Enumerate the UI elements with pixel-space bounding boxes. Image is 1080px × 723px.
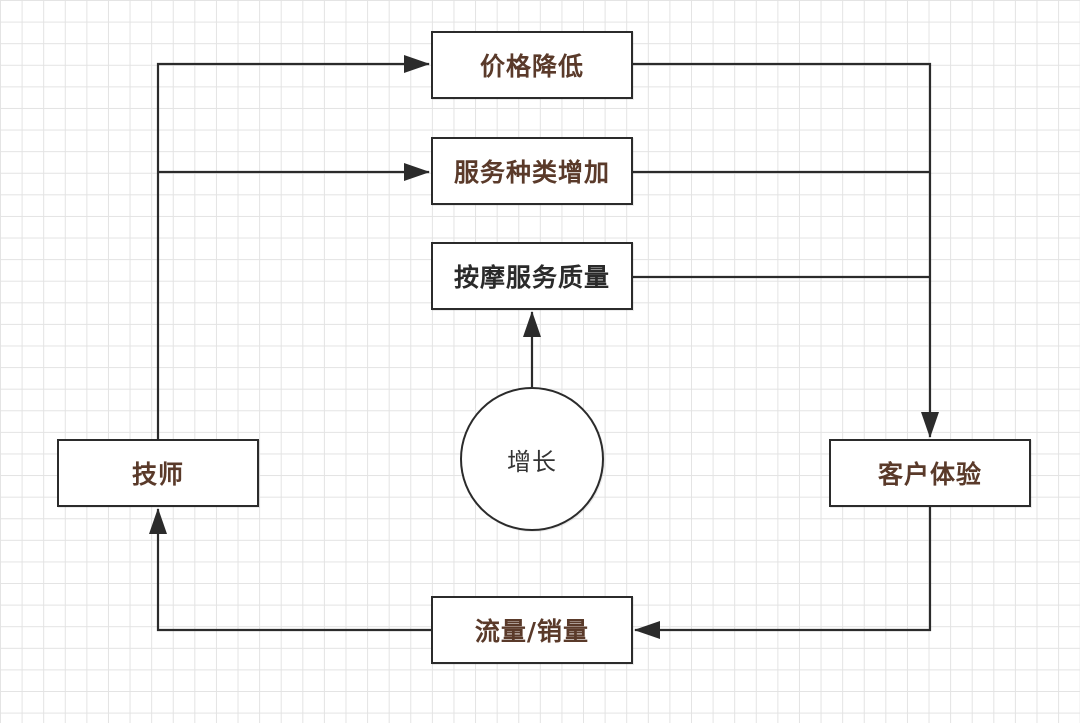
node-traffic-sales[interactable]: 流量/销量 <box>431 596 633 664</box>
node-technician[interactable]: 技师 <box>57 439 259 507</box>
node-customer-experience[interactable]: 客户体验 <box>829 439 1031 507</box>
node-massage-quality-label: 按摩服务质量 <box>453 263 610 292</box>
node-traffic-sales-label: 流量/销量 <box>474 617 590 646</box>
node-growth-label: 增长 <box>507 447 557 476</box>
node-price-down-label: 价格降低 <box>479 52 584 81</box>
node-growth[interactable]: 增长 <box>460 387 604 531</box>
node-technician-label: 技师 <box>131 460 184 489</box>
edge-experience-to-traffic <box>634 507 932 639</box>
node-service-variety-label: 服务种类增加 <box>453 158 610 187</box>
node-service-variety[interactable]: 服务种类增加 <box>431 137 633 205</box>
node-customer-experience-label: 客户体验 <box>877 460 982 489</box>
edge-price-to-experience <box>633 62 939 438</box>
edge-technician-to-price <box>156 55 430 439</box>
edge-traffic-to-technician <box>149 508 431 632</box>
node-price-down[interactable]: 价格降低 <box>431 31 633 99</box>
node-massage-quality[interactable]: 按摩服务质量 <box>431 242 633 310</box>
